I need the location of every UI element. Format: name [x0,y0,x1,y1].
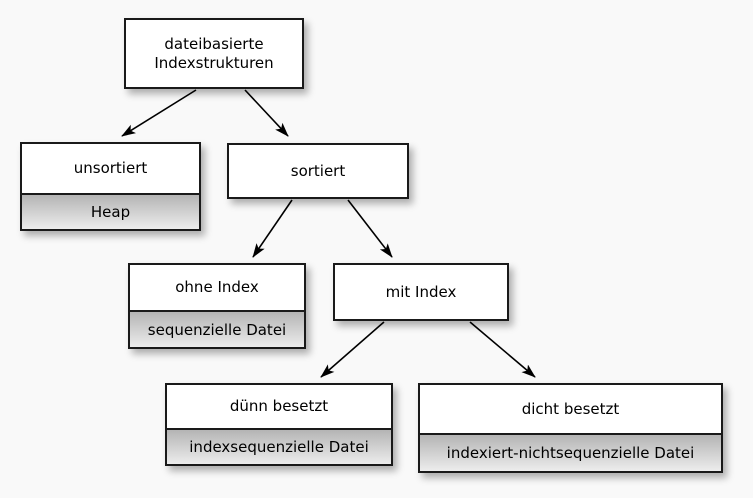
edge-sortiert-mit-index [347,199,393,258]
node-sortiert[interactable]: sortiert [227,143,409,199]
edge-root-unsortiert [121,89,197,137]
node-dicht-besetzt[interactable]: dicht besetzt indexiert-nichtsequenziell… [418,383,723,473]
node-title: sortiert [229,145,407,197]
node-unsortiert[interactable]: unsortiert Heap [20,142,201,231]
node-dateibasierte-indexstrukturen[interactable]: dateibasierte Indexstrukturen [124,18,304,89]
node-sublabel-indexiert-nichtsequenzielle-datei: indexiert-nichtsequenzielle Datei [420,433,721,471]
node-title: ohne Index [130,265,304,310]
edge-mit-index-duenn-besetzt [320,321,385,378]
node-title: dünn besetzt [167,385,391,428]
node-title: dicht besetzt [420,385,721,433]
edge-root-sortiert [244,89,289,137]
node-title: unsortiert [22,144,199,193]
edge-sortiert-ohne-index [252,199,293,258]
node-title: dateibasierte Indexstrukturen [126,20,302,87]
node-sublabel-indexsequenzielle-datei: indexsequenzielle Datei [167,428,391,464]
node-duenn-besetzt[interactable]: dünn besetzt indexsequenzielle Datei [165,383,393,466]
node-mit-index[interactable]: mit Index [333,263,509,321]
node-sublabel-sequenzielle-datei: sequenzielle Datei [130,310,304,347]
edge-mit-index-dicht-besetzt [469,321,536,378]
node-ohne-index[interactable]: ohne Index sequenzielle Datei [128,263,306,349]
node-sublabel-heap: Heap [22,193,199,229]
node-title: mit Index [335,265,507,319]
